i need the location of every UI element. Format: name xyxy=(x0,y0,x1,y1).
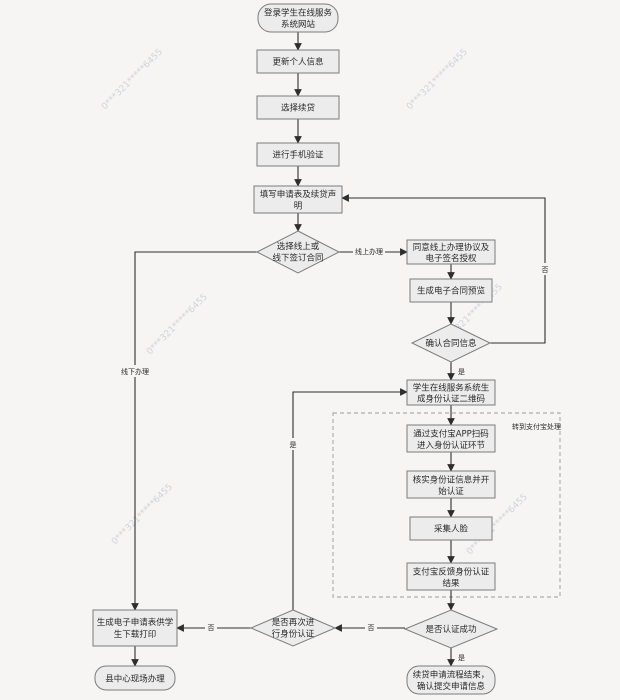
node-contract-preview-shape xyxy=(409,278,493,303)
node-fill-form-line1: 填写申请表及续贷声 xyxy=(260,189,337,200)
node-face-line1: 采集人脸 xyxy=(434,524,469,535)
node-alipay-feedback: 支付宝反馈身份认证 结果 xyxy=(406,562,496,591)
node-face-shape xyxy=(409,516,493,541)
node-contract-preview-line1: 生成电子合同预览 xyxy=(417,286,485,297)
edge-label-offline: 线下办理 xyxy=(121,367,149,376)
node-phone-verify-line1: 进行手机验证 xyxy=(272,150,324,161)
node-confirm-contract-shape xyxy=(410,323,492,363)
node-auth-success: 是否认证成功 xyxy=(403,609,499,649)
node-fill-form-shape xyxy=(253,185,343,214)
node-finish-line2: 确认提交申请信息 xyxy=(417,681,486,692)
node-fill-form: 填写申请表及续贷声 明 xyxy=(253,185,343,214)
watermark-1: 0***321*****6455 xyxy=(100,47,165,112)
node-select-renewal-shape xyxy=(256,95,340,120)
edge-label-no-confirm: 否 xyxy=(542,266,549,274)
node-choose-sign-shape xyxy=(255,230,341,274)
node-agree-online-line1: 同意线上办理协议及 xyxy=(413,242,490,253)
node-gen-qr-line1: 学生在线服务系统生 xyxy=(413,383,490,394)
node-gen-form: 生成电子申请表供学 生下载打印 xyxy=(92,609,178,647)
edge-label-online: 线上办理 xyxy=(355,247,383,256)
node-face: 采集人脸 xyxy=(409,516,493,541)
node-start-shape xyxy=(257,3,339,33)
edge-label-yes-retry: 是 xyxy=(290,441,297,449)
node-gen-form-shape xyxy=(92,609,178,647)
node-gen-qr: 学生在线服务系统生 成身份认证二维码 xyxy=(406,379,496,406)
node-gen-form-line1: 生成电子申请表供学 xyxy=(97,617,174,628)
alipay-group-label: 转到支付宝处理 xyxy=(512,422,561,431)
node-confirm-contract-line1: 确认合同信息 xyxy=(425,338,477,349)
node-alipay-feedback-line2: 结果 xyxy=(442,578,460,589)
edge-label-no-auth: 否 xyxy=(368,624,375,632)
edge-label-bg-offline xyxy=(119,365,151,377)
node-update-info-shape xyxy=(256,49,340,74)
node-verify-id-shape xyxy=(406,470,496,499)
node-update-info-line1: 更新个人信息 xyxy=(272,57,324,68)
watermark-5: 0***321*****6455 xyxy=(110,482,175,547)
node-retry-line2: 行身份认证 xyxy=(272,629,315,640)
node-start: 登录学生在线服务 系统网站 xyxy=(257,3,339,33)
edge-label-no-retry: 否 xyxy=(208,624,215,632)
edge-label-yes-confirm: 是 xyxy=(458,368,465,376)
node-retry-line1: 是否再次进 xyxy=(272,617,315,628)
node-gen-qr-shape xyxy=(406,379,496,406)
node-alipay-scan-line2: 进入身份认证环节 xyxy=(417,440,486,451)
node-contract-preview: 生成电子合同预览 xyxy=(409,278,493,303)
node-choose-sign-line2: 线下签订合同 xyxy=(272,253,323,264)
node-agree-online-line2: 电子签名授权 xyxy=(425,253,477,264)
node-update-info: 更新个人信息 xyxy=(256,49,340,74)
node-fill-form-line2: 明 xyxy=(294,202,303,212)
edge-label-bg-online xyxy=(353,245,385,257)
node-alipay-feedback-line1: 支付宝反馈身份认证 xyxy=(413,567,490,578)
edge-label-bg-yes-retry xyxy=(287,438,299,450)
edge-choose-offline xyxy=(131,251,257,611)
node-alipay-scan-line1: 通过支付宝APP扫码 xyxy=(413,429,489,440)
node-choose-sign: 选择线上或 线下签订合同 xyxy=(255,230,341,274)
node-auth-success-line1: 是否认证成功 xyxy=(425,624,476,635)
edge-retry-yes xyxy=(292,388,408,610)
node-confirm-contract: 确认合同信息 xyxy=(410,323,492,363)
node-choose-sign-line1: 选择线上或 xyxy=(277,241,320,252)
watermark-2: 0***321*****6455 xyxy=(405,47,470,112)
edge-label-bg-no-confirm xyxy=(539,263,551,275)
edge-label-yes-auth: 是 xyxy=(458,654,465,662)
node-agree-online-shape xyxy=(406,239,496,265)
node-county-center: 县中心现场办理 xyxy=(94,665,176,691)
alipay-group-frame xyxy=(332,412,561,598)
node-agree-online: 同意线上办理协议及 电子签名授权 xyxy=(406,239,496,265)
edge-confirm-no xyxy=(341,194,546,344)
node-alipay-feedback-shape xyxy=(406,562,496,591)
watermark-3: 0***321*****6455 xyxy=(145,292,210,357)
node-phone-verify: 进行手机验证 xyxy=(256,142,340,167)
node-finish: 续贷申请流程结束， 确认提交申请信息 xyxy=(406,665,496,695)
node-alipay-scan-shape xyxy=(406,424,496,453)
node-verify-id: 核实身份证信息并开 始认证 xyxy=(406,470,496,499)
node-retry: 是否再次进 行身份认证 xyxy=(249,609,337,647)
edge-label-bg-no-auth xyxy=(365,621,377,633)
node-phone-verify-shape xyxy=(256,142,340,167)
node-gen-form-line2: 生下载打印 xyxy=(114,629,157,640)
node-retry-shape xyxy=(249,609,337,647)
node-select-renewal-line1: 选择续贷 xyxy=(281,103,316,114)
node-finish-line1: 续贷申请流程结束， xyxy=(413,670,490,681)
node-start-line1: 登录学生在线服务 xyxy=(264,8,333,19)
node-finish-shape xyxy=(406,665,496,695)
node-auth-success-shape xyxy=(403,609,499,649)
node-county-center-line1: 县中心现场办理 xyxy=(105,674,165,685)
node-alipay-scan: 通过支付宝APP扫码 进入身份认证环节 xyxy=(406,424,496,453)
node-county-center-shape xyxy=(94,665,176,691)
node-gen-qr-line2: 成身份认证二维码 xyxy=(417,394,485,405)
node-verify-id-line2: 始认证 xyxy=(438,486,464,497)
node-verify-id-line1: 核实身份证信息并开 xyxy=(413,475,490,486)
edge-label-bg-no-retry xyxy=(205,621,217,633)
edges: 线上办理 线下办理 否 是 否 是 否 是 xyxy=(119,32,551,667)
node-start-line2: 系统网站 xyxy=(281,19,316,30)
node-select-renewal: 选择续贷 xyxy=(256,95,340,120)
